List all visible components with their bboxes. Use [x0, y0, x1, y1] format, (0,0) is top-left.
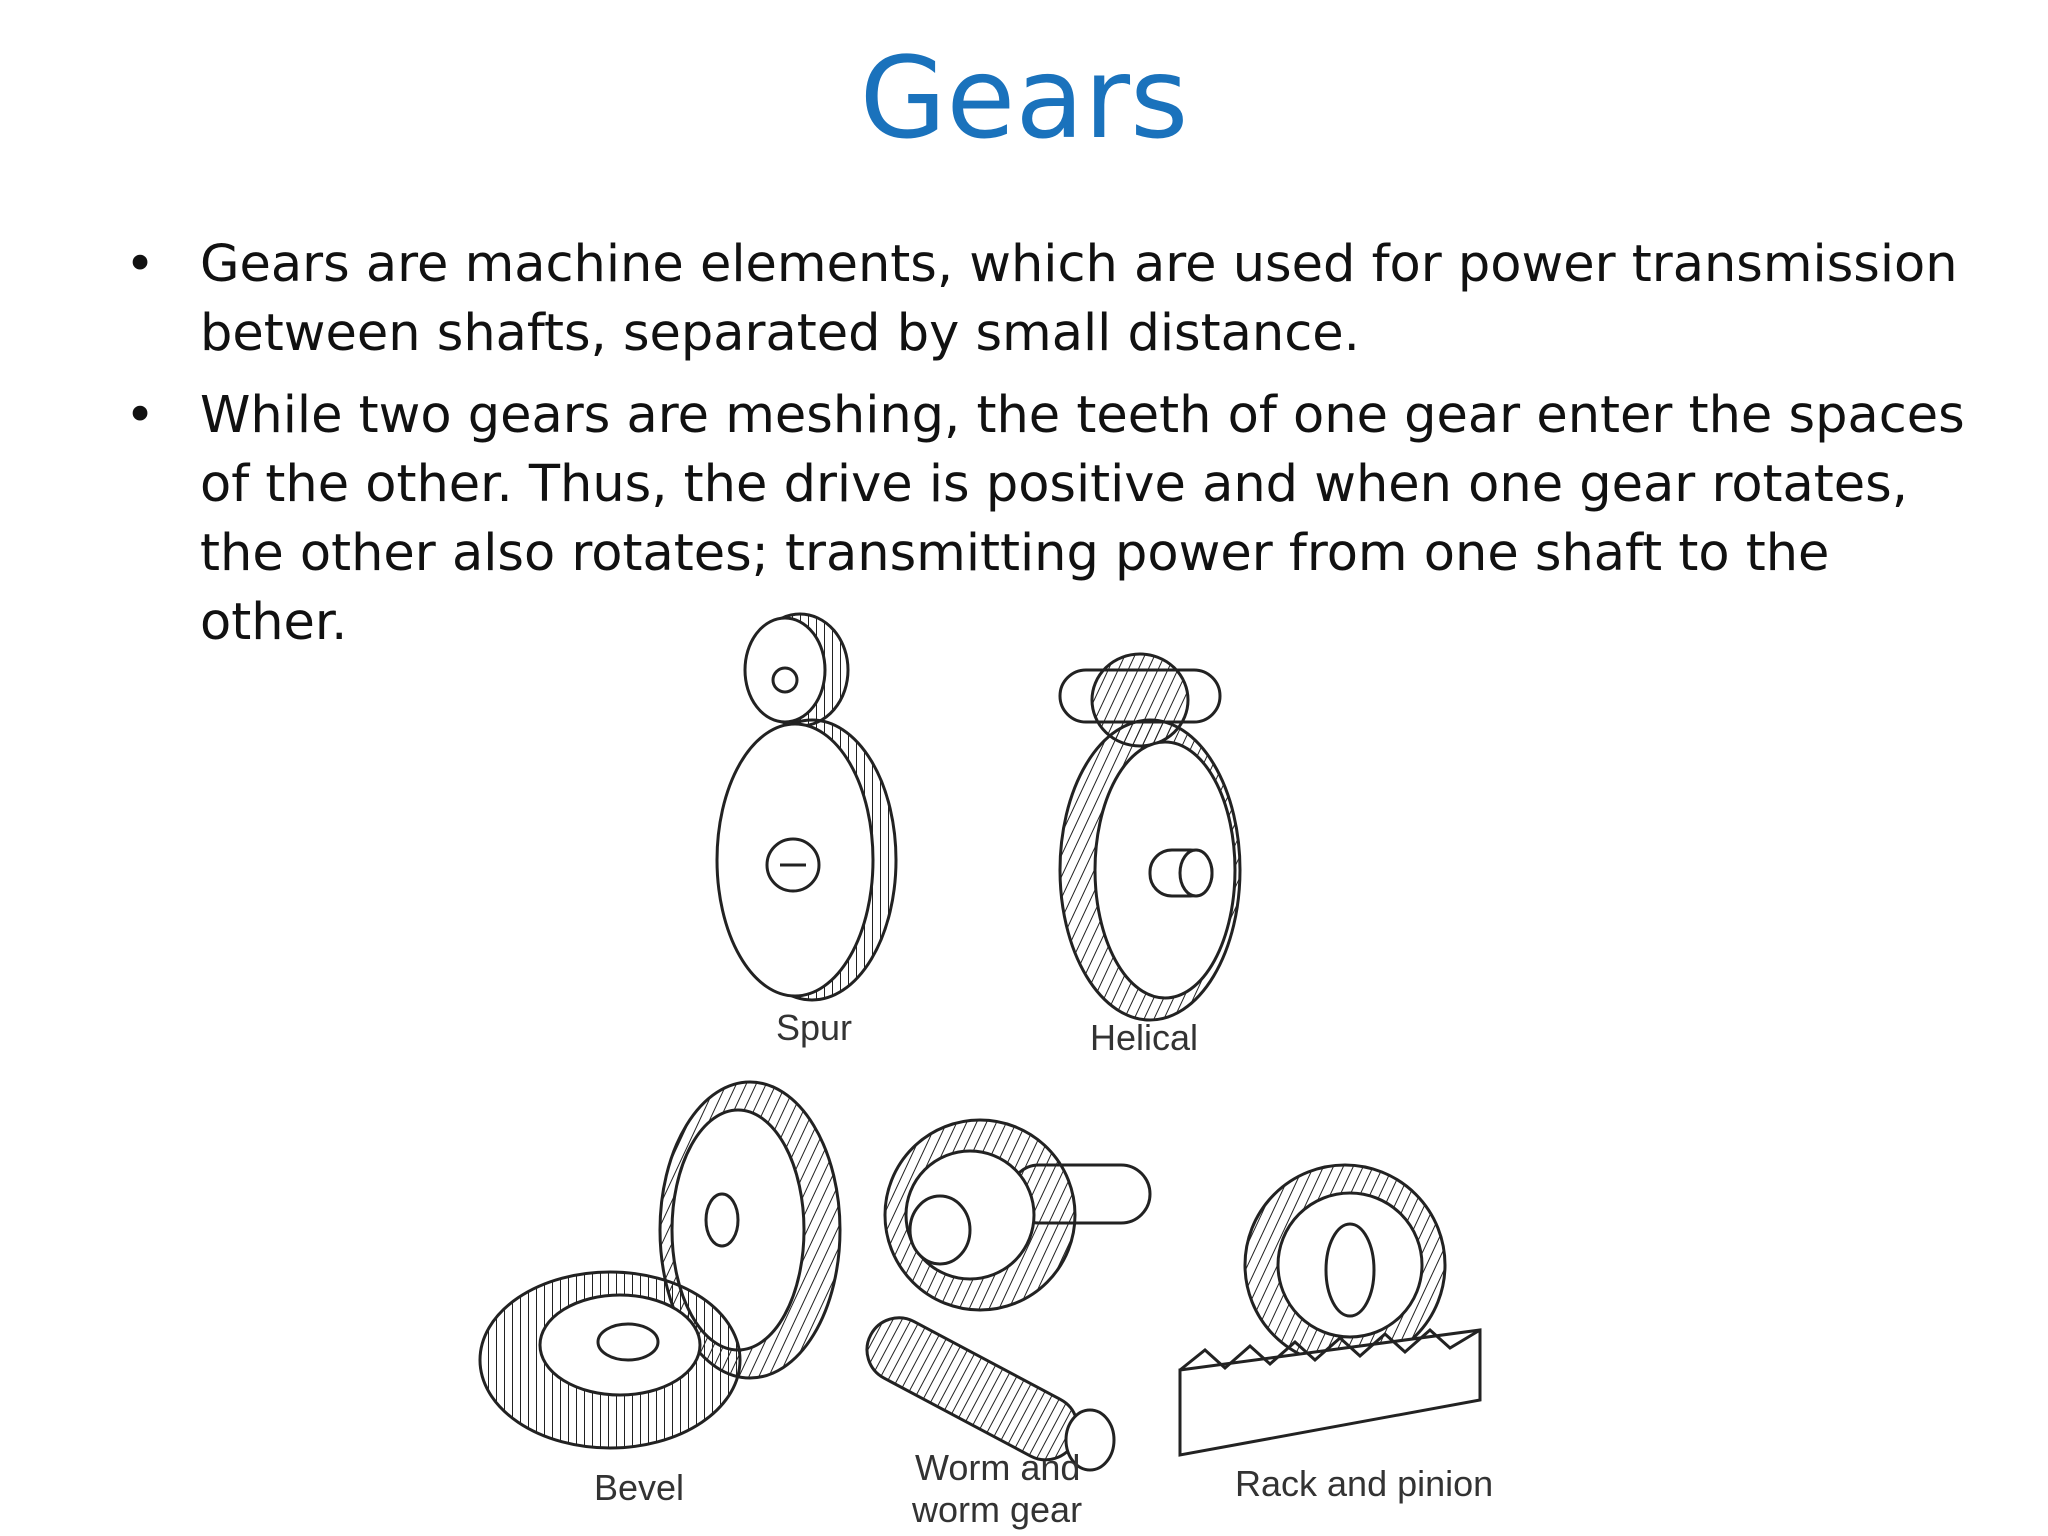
- spur-gear-drawing: [715, 612, 898, 1002]
- bullet-dot: •: [124, 235, 156, 294]
- helical-gear-drawing: [1058, 652, 1242, 1022]
- bullet-item: • While two gears are meshing, the teeth…: [120, 381, 1980, 657]
- bullet-item: • Gears are machine elements, which are …: [120, 230, 1980, 368]
- worm-gear-drawing: [865, 1118, 1152, 1472]
- rack-and-pinion-label: Rack and pinion: [1235, 1463, 1493, 1504]
- bullet-list: • Gears are machine elements, which are …: [120, 230, 1980, 670]
- worm-label-line1: Worm and: [915, 1447, 1080, 1488]
- worm-label-line2: worm gear: [911, 1489, 1082, 1530]
- bevel-label: Bevel: [594, 1467, 684, 1508]
- rack-and-pinion-drawing: [1178, 1163, 1482, 1457]
- bullet-text: While two gears are meshing, the teeth o…: [200, 386, 1965, 652]
- spur-label: Spur: [776, 1007, 852, 1048]
- bullet-dot: •: [124, 386, 156, 445]
- bevel-gear-drawing: [478, 1080, 842, 1450]
- slide-title: Gears: [859, 34, 1189, 164]
- helical-label: Helical: [1090, 1017, 1198, 1058]
- bullet-text: Gears are machine elements, which are us…: [200, 235, 1958, 363]
